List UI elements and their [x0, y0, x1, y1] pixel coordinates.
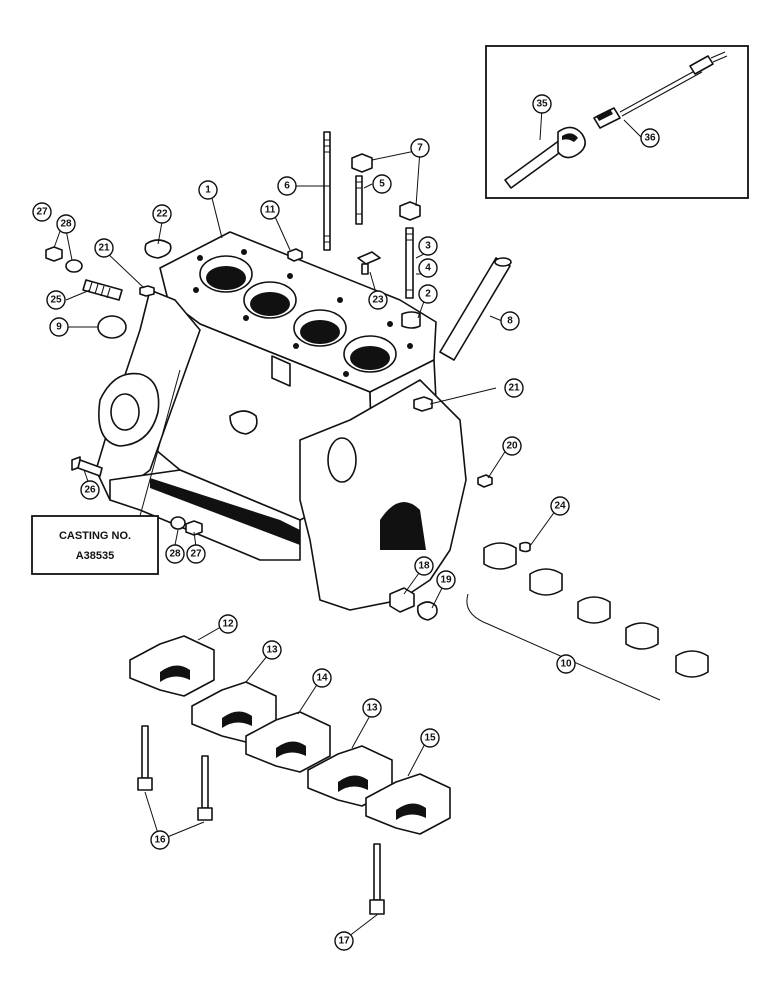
callout-24: 24 [550, 496, 570, 516]
svg-text:13: 13 [266, 645, 278, 656]
callout-28a: 28 [56, 214, 76, 234]
casting-number-line2: A38535 [76, 550, 115, 562]
svg-text:22: 22 [156, 209, 168, 220]
svg-text:12: 12 [222, 619, 234, 630]
callout-15: 15 [420, 728, 440, 748]
heater-cord [593, 51, 728, 129]
callout-13b: 13 [362, 698, 382, 718]
svg-text:1: 1 [205, 185, 211, 196]
callout-10: 10 [556, 654, 576, 674]
svg-text:10: 10 [560, 659, 572, 670]
callout-22: 22 [152, 204, 172, 224]
svg-text:17: 17 [338, 936, 350, 947]
callouts: 1 2 3 4 5 6 7 8 9 10 11 12 13 13 14 15 1… [32, 94, 660, 951]
svg-text:27: 27 [36, 207, 48, 218]
cylinder-block [95, 231, 467, 611]
svg-text:4: 4 [425, 263, 431, 274]
callout-12: 12 [218, 614, 238, 634]
callout-5: 5 [372, 174, 392, 194]
callout-18: 18 [414, 556, 434, 576]
callout-2: 2 [418, 284, 438, 304]
svg-text:8: 8 [507, 316, 513, 327]
callout-9: 9 [49, 317, 69, 337]
callout-1: 1 [198, 180, 218, 200]
block-heater-element [504, 126, 586, 189]
right-plugs [389, 396, 531, 621]
callout-27a: 27 [32, 202, 52, 222]
left-fasteners [45, 246, 203, 536]
svg-text:11: 11 [265, 205, 276, 216]
svg-text:27: 27 [190, 549, 202, 560]
svg-text:5: 5 [379, 179, 385, 190]
callout-16: 16 [150, 830, 170, 850]
svg-text:36: 36 [644, 133, 656, 144]
casting-number-line1: CASTING NO. [59, 530, 131, 542]
svg-text:19: 19 [440, 575, 452, 586]
svg-text:28: 28 [60, 219, 72, 230]
callout-27b: 27 [186, 544, 206, 564]
svg-text:6: 6 [284, 181, 290, 192]
stud-nuts [351, 153, 421, 221]
svg-text:21: 21 [98, 243, 110, 254]
svg-text:16: 16 [154, 835, 166, 846]
svg-text:24: 24 [554, 501, 566, 512]
bearing-cap-bolts [137, 725, 385, 915]
svg-text:14: 14 [316, 673, 328, 684]
callout-19: 19 [436, 570, 456, 590]
svg-text:18: 18 [418, 561, 430, 572]
drain-cock-23 [357, 251, 381, 275]
svg-text:23: 23 [372, 295, 384, 306]
svg-text:20: 20 [506, 441, 518, 452]
callout-11: 11 [260, 200, 280, 220]
pipe-plug-11 [287, 248, 303, 262]
callout-13a: 13 [262, 640, 282, 660]
svg-text:15: 15 [424, 733, 436, 744]
expansion-plug-22 [144, 239, 172, 259]
svg-text:25: 25 [50, 295, 62, 306]
callout-36: 36 [640, 128, 660, 148]
svg-text:7: 7 [417, 143, 423, 154]
main-bearing-caps [129, 635, 451, 835]
head-studs [323, 131, 414, 299]
callout-6: 6 [277, 176, 297, 196]
callout-21b: 21 [504, 378, 524, 398]
svg-text:3: 3 [425, 241, 431, 252]
svg-text:13: 13 [366, 703, 378, 714]
callout-23: 23 [368, 290, 388, 310]
svg-text:35: 35 [536, 99, 548, 110]
callout-28b: 28 [165, 544, 185, 564]
callout-7: 7 [410, 138, 430, 158]
callout-14: 14 [312, 668, 332, 688]
callout-26: 26 [80, 480, 100, 500]
callout-21a: 21 [94, 238, 114, 258]
callout-4: 4 [418, 258, 438, 278]
heater-inset [485, 45, 749, 199]
callout-20: 20 [502, 436, 522, 456]
callout-35: 35 [532, 94, 552, 114]
svg-text:9: 9 [56, 322, 62, 333]
svg-text:26: 26 [84, 485, 96, 496]
casting-number-label: CASTING NO. A38535 [31, 369, 181, 575]
callout-3: 3 [418, 236, 438, 256]
svg-text:28: 28 [169, 549, 181, 560]
camshaft-bearings [466, 542, 709, 701]
callout-17: 17 [334, 931, 354, 951]
oil-tube-8 [439, 257, 512, 361]
callout-8: 8 [500, 311, 520, 331]
svg-text:21: 21 [508, 383, 520, 394]
dowel-sleeve [401, 311, 421, 329]
callout-25: 25 [46, 290, 66, 310]
svg-text:2: 2 [425, 289, 431, 300]
